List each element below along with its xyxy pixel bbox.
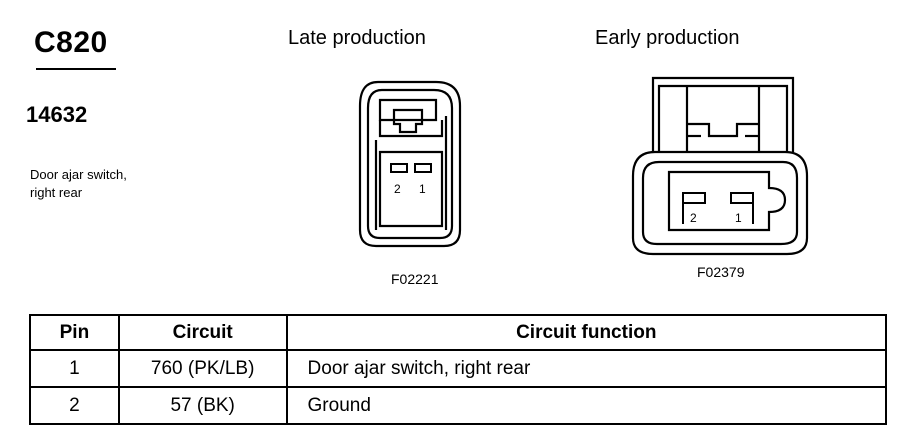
late-outer-shell (358, 80, 462, 248)
late-pin-cavity (378, 150, 444, 228)
early-terminal-1 (730, 192, 754, 204)
table-row: 1 760 (PK/LB) Door ajar switch, right re… (29, 349, 888, 388)
late-pin-2-label: 2 (394, 182, 401, 196)
connector-id-underline (36, 68, 116, 70)
early-top-housing (651, 76, 795, 152)
early-locking-tabs (687, 122, 759, 138)
function-cell: Door ajar switch, right rear (285, 349, 888, 388)
circuit-cell: 760 (PK/LB) (117, 349, 288, 388)
late-terminal-1 (414, 163, 432, 173)
connector-description: Door ajar switch, right rear (30, 166, 170, 202)
late-latch (378, 98, 438, 122)
early-production-title: Early production (595, 27, 740, 49)
header-circuit: Circuit (117, 314, 288, 351)
pin-cell: 2 (29, 386, 120, 425)
part-number: 14632 (26, 102, 88, 127)
pinout-table: Pin Circuit Circuit function 1 760 (PK/L… (29, 314, 888, 425)
header-pin: Pin (29, 314, 120, 351)
late-production-title: Late production (288, 27, 426, 49)
pin-cell: 1 (29, 349, 120, 388)
late-inner-shell (366, 88, 454, 240)
early-pin-2-label: 2 (690, 211, 697, 225)
early-pin-1-label: 1 (735, 211, 742, 225)
description-line-2: right rear (30, 185, 83, 200)
connector-id: C820 (34, 26, 108, 59)
early-inner-shell (641, 160, 799, 246)
table-row: 2 57 (BK) Ground (29, 386, 888, 425)
early-figure-code: F02379 (697, 264, 745, 280)
function-cell: Ground (285, 386, 888, 425)
late-figure-code: F02221 (391, 271, 439, 287)
header-circuit-function: Circuit function (285, 314, 888, 351)
early-production-connector-diagram: 2 1 (631, 76, 809, 256)
table-header-row: Pin Circuit Circuit function (29, 314, 888, 351)
early-pin-cavity (667, 170, 787, 232)
late-production-connector-diagram: 2 1 (358, 80, 462, 248)
description-line-1: Door ajar switch, (30, 167, 127, 182)
late-latch-tab (392, 108, 424, 134)
early-outer-shell (631, 150, 809, 256)
circuit-cell: 57 (BK) (117, 386, 288, 425)
early-terminal-2 (682, 192, 706, 204)
late-terminal-2 (390, 163, 408, 173)
late-pin-1-label: 1 (419, 182, 426, 196)
